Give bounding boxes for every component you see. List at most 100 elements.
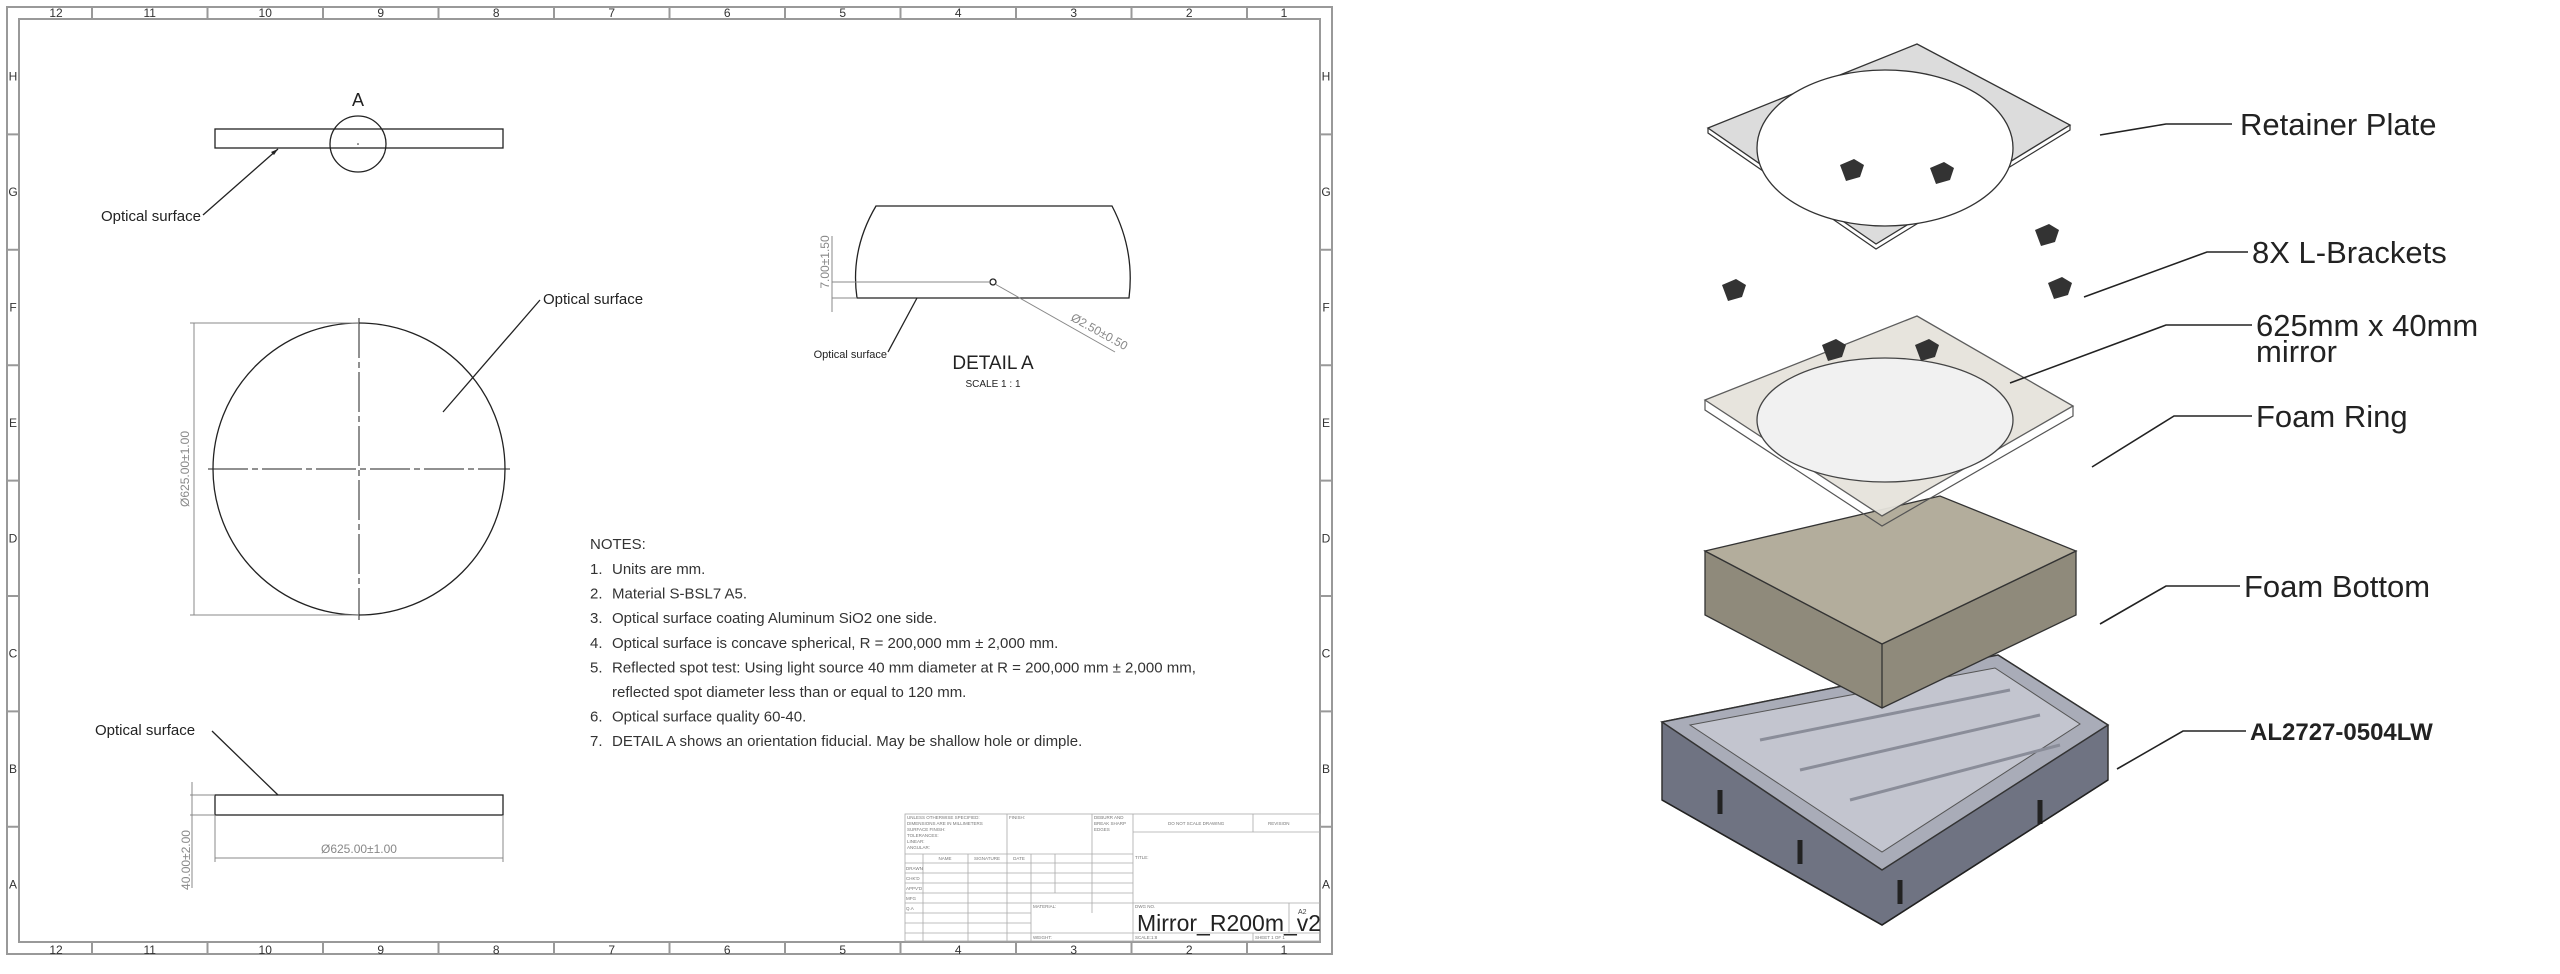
do-not-scale-label: DO NOT SCALE DRAWING [1168, 821, 1225, 826]
label-retainer-plate: Retainer Plate [2240, 107, 2436, 142]
column-label: 5 [839, 943, 846, 957]
note-number: 4. [590, 635, 603, 652]
tolerance-note: LINEAR: [907, 839, 925, 844]
column-label: 7 [608, 943, 615, 957]
deburr-note: DEBURR AND [1094, 815, 1124, 820]
optical-surface-label: Optical surface [814, 349, 887, 361]
column-label: 9 [377, 6, 384, 20]
row-label: E [1322, 416, 1330, 430]
retainer-plate [1706, 43, 2072, 250]
row-label: A [1322, 878, 1330, 892]
deburr-note: BREAK SHARP [1094, 821, 1126, 826]
column-label: 5 [839, 6, 846, 20]
arrow-icon [271, 149, 278, 155]
mirror [1756, 357, 2014, 483]
notes-block: NOTES: 1.Units are mm.2.Material S-BSL7 … [590, 536, 1196, 750]
signature-header: NAME [938, 856, 951, 861]
note-text: Optical surface is concave spherical, R … [612, 635, 1058, 652]
mirror-edge-rect [214, 794, 504, 816]
leader-line [211, 730, 279, 796]
detail-callout-label: A [352, 90, 364, 110]
column-label: 6 [724, 943, 731, 957]
tolerance-note: DIMENSIONS ARE IN MILLIMETERS [907, 821, 983, 826]
sheet-label: SHEET 1 OF 1 [1255, 935, 1285, 940]
drawing-number: Mirror_R200m_v2 [1137, 910, 1321, 936]
column-label: 4 [955, 6, 962, 20]
dwg-no-label: DWG NO. [1135, 904, 1155, 909]
bottom-side-view: Optical surface 40.00±2.00 Ø625.00±1.00 [95, 722, 504, 890]
note-text: Optical surface coating Aluminum SiO2 on… [612, 610, 937, 627]
outer-border [6, 6, 1333, 955]
column-label: 12 [49, 6, 63, 20]
signature-header: SIGNATURE [974, 856, 1000, 861]
detail-scale: SCALE 1 : 1 [965, 379, 1020, 390]
leader-line [442, 299, 541, 413]
row-label: D [1322, 531, 1331, 545]
thickness-dimension-line [190, 782, 215, 888]
optical-surface-label: Optical surface [543, 291, 643, 308]
column-label: 12 [49, 943, 63, 957]
label-l-brackets: 8X L-Brackets [2252, 235, 2447, 270]
column-label: 7 [608, 6, 615, 20]
note-number: 5. [590, 659, 603, 676]
detail-a-view: 7.00±1.50 Ø2.50±0.50 Optical surface DET… [814, 205, 1131, 390]
thickness-dimension-text: 40.00±2.00 [179, 830, 193, 890]
tolerance-note: TOLERANCES: [907, 833, 939, 838]
row-label: H [9, 70, 18, 84]
optical-surface-label: Optical surface [95, 722, 195, 739]
sheet-size: A2 [1298, 909, 1307, 916]
row-label: G [1321, 185, 1330, 199]
note-text: Optical surface quality 60-40. [612, 709, 806, 726]
column-label: 10 [259, 943, 273, 957]
title-label: TITLE: [1135, 855, 1149, 860]
note-number: 6. [590, 709, 603, 726]
row-label: F [1322, 301, 1329, 315]
revision-label: REVISION [1268, 821, 1290, 826]
leader-line [887, 297, 918, 353]
note-number: 7. [590, 733, 603, 750]
role-label: APPV'D [906, 886, 923, 891]
callout-leaders [2009, 123, 2252, 770]
label-foam-ring: Foam Ring [2256, 399, 2408, 434]
optical-surface-label: Optical surface [101, 208, 201, 225]
hole-leader [994, 283, 1116, 353]
diameter-dimension-text: Ø625.00±1.00 [178, 431, 192, 507]
center-lines [208, 318, 510, 620]
weight-label: WEIGHT: [1033, 935, 1052, 940]
note-text: DETAIL A shows an orientation fiducial. … [612, 733, 1082, 750]
exploded-assembly: Retainer Plate 8X L-Brackets 625mm x 40m… [1660, 43, 2478, 926]
column-label: 3 [1070, 6, 1077, 20]
scale-label: SCALE:1:8 [1135, 935, 1158, 940]
row-label: G [8, 185, 17, 199]
row-label: C [1322, 647, 1331, 661]
foam-ring-and-mirror [1703, 315, 2075, 527]
fiducial-dot [357, 143, 359, 145]
diameter-dimension-line [190, 322, 359, 616]
column-label: 2 [1186, 6, 1193, 20]
column-label: 8 [493, 943, 500, 957]
label-case-part-number: AL2727-0504LW [2250, 719, 2433, 746]
role-label: Q.A [906, 906, 914, 911]
front-view: Ø625.00±1.00 Optical surface [178, 291, 643, 620]
detail-profile [854, 205, 1131, 299]
label-foam-bottom: Foam Bottom [2244, 569, 2430, 604]
note-text-continued: reflected spot diameter less than or equ… [612, 684, 966, 701]
l-brackets [1722, 159, 2072, 361]
column-label: 11 [143, 943, 156, 957]
material-label: MATERIAL: [1033, 904, 1056, 909]
row-label: B [1322, 762, 1330, 776]
title-block: Mirror_R200m_v2 A2 DWG NO. SCALE:1:8 SHE… [904, 813, 1321, 942]
notes-heading: NOTES: [590, 536, 646, 553]
foam-bottom [1703, 495, 2078, 709]
row-label: H [1322, 70, 1331, 84]
column-label: 10 [259, 6, 273, 20]
detail-title: DETAIL A [952, 353, 1034, 374]
note-text: Units are mm. [612, 561, 705, 578]
note-number: 1. [590, 561, 603, 578]
row-label: D [9, 531, 18, 545]
diameter-dimension-text: Ø625.00±1.00 [321, 842, 397, 856]
column-label: 4 [955, 943, 962, 957]
role-label: DRAWN [906, 866, 923, 871]
row-label: F [9, 301, 16, 315]
